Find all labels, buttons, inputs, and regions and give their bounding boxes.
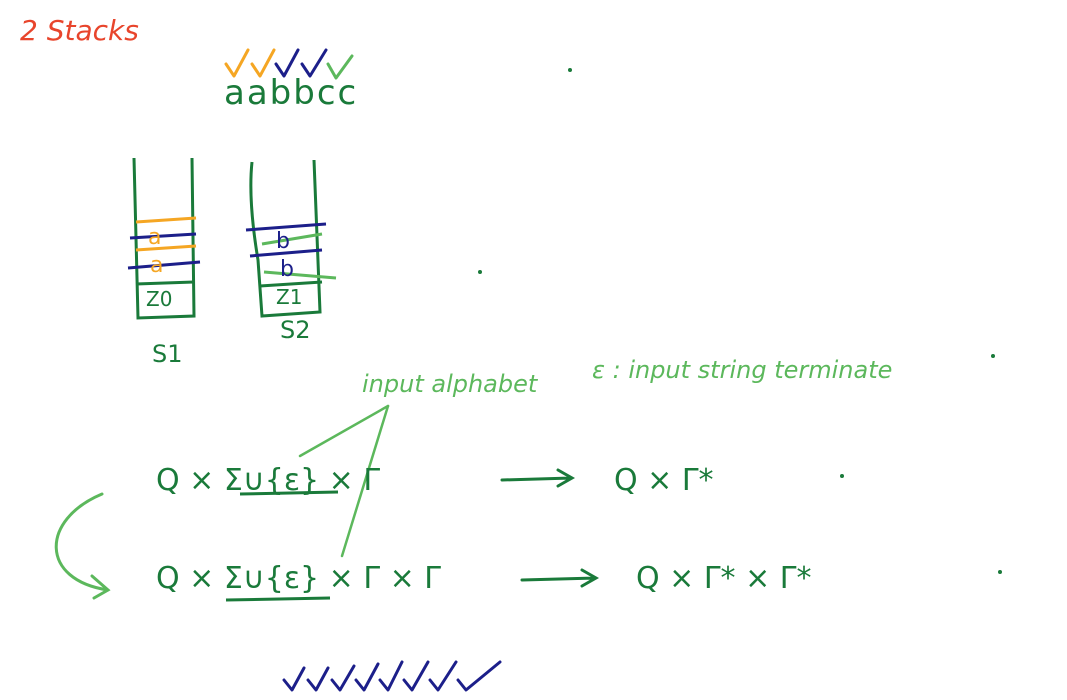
- stack-1-navy-line: [129, 232, 197, 240]
- title: 2 Stacks: [20, 14, 139, 47]
- curved-arrow-icon: [54, 492, 111, 600]
- stack-2-divider: [259, 280, 323, 288]
- stack-2-bottom: Z1: [276, 285, 302, 309]
- stack-2-navy-line: [245, 222, 327, 232]
- checkmark-icon: [300, 48, 328, 78]
- bottom-checkmarks: [282, 660, 502, 692]
- stray-dot: [568, 68, 572, 72]
- transition-1-rhs: Q × Γ*: [614, 463, 714, 498]
- note-input-alphabet: input alphabet: [362, 370, 539, 398]
- stack-2-item: b: [276, 229, 290, 254]
- stray-dot: [991, 354, 995, 358]
- stack-2-walls: [249, 159, 322, 318]
- checkmark-icon: [282, 666, 306, 692]
- stray-dot: [840, 474, 844, 478]
- stack-2-label: S2: [280, 316, 311, 344]
- stack-1-item: a: [150, 253, 163, 278]
- note-epsilon: ε : input string terminate: [592, 356, 892, 384]
- stack-2: b b Z1 S2: [245, 159, 337, 344]
- stack-2-item: b: [280, 257, 294, 282]
- checkmark-icon: [274, 48, 300, 78]
- checkmark-icon: [456, 660, 502, 692]
- stack-1-orange-line: [135, 244, 197, 252]
- stack-1-orange-line: [135, 216, 197, 224]
- input-string: aabbcc: [224, 73, 358, 113]
- transition-2-underline: [225, 596, 331, 602]
- checkmark-icon: [250, 48, 276, 78]
- checkmark-icon: [354, 662, 380, 692]
- stray-dot: [998, 570, 1002, 574]
- input-checkmarks: [224, 48, 354, 80]
- stray-dot: [478, 270, 482, 274]
- stack-1-navy-line: [127, 260, 201, 270]
- stack-2-green-line: [263, 270, 337, 280]
- checkmark-icon: [428, 660, 458, 692]
- stack-2-navy-line: [249, 248, 323, 258]
- stack-2-green-line: [261, 232, 323, 246]
- checkmark-icon: [306, 666, 330, 692]
- annotation-pointers: [298, 404, 390, 558]
- checkmark-icon: [378, 660, 404, 692]
- checkmark-icon: [330, 664, 356, 692]
- checkmark-icon: [402, 660, 430, 692]
- stack-1-bottom: Z0: [146, 287, 172, 311]
- transition-1-underline: [239, 490, 339, 496]
- transition-2-rhs: Q × Γ* × Γ*: [636, 561, 811, 596]
- arrow-icon: [520, 568, 600, 588]
- transition-2-lhs: Q × Σ∪{ε} × Γ × Γ: [156, 561, 441, 596]
- stack-1-label: S1: [152, 340, 183, 368]
- stack-1: a a Z0 S1: [127, 157, 201, 368]
- stack-1-item: a: [148, 225, 161, 250]
- checkmark-icon: [326, 54, 354, 80]
- checkmark-icon: [224, 48, 250, 78]
- arrow-icon: [500, 468, 576, 488]
- stack-1-divider: [135, 280, 195, 286]
